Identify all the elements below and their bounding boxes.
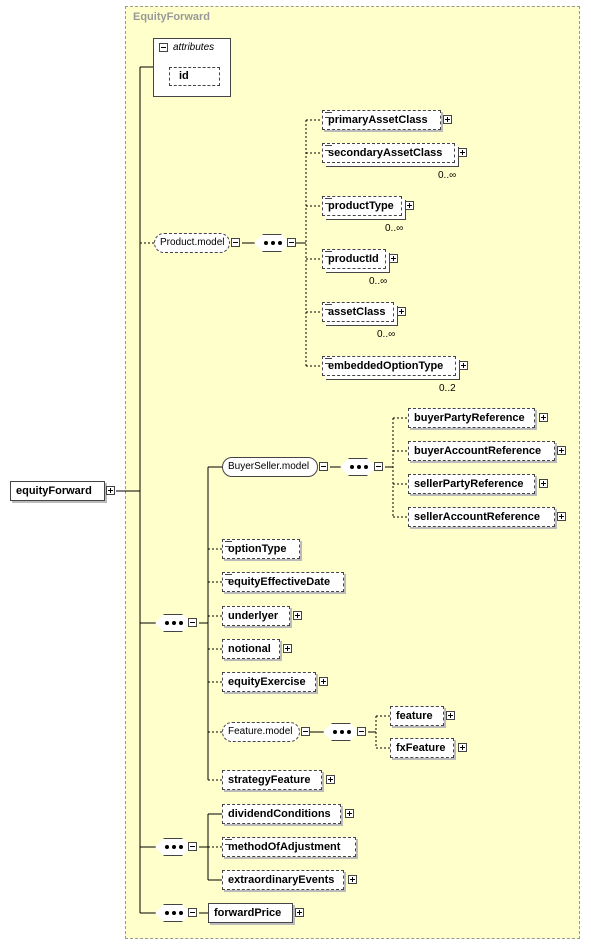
expand-producttype-icon[interactable] [405,201,414,210]
feature-model-label: Feature.model [228,726,293,737]
element-primaryassetclass[interactable]: primaryAssetClass [322,110,441,130]
buyerseller-model-label: BuyerSeller.model [228,461,310,472]
main-sequence-icon [155,614,191,632]
assetclass-label: assetClass [328,306,386,318]
feature-model-group[interactable]: Feature.model [222,722,300,742]
assetclass-cardinality: 0..∞ [377,329,396,340]
sellerpartyreference-label: sellerPartyReference [414,478,524,490]
equityexercise-label: equityExercise [228,676,306,688]
element-equityexercise[interactable]: equityExercise [222,672,316,692]
collapse-attributes-icon[interactable] [159,43,168,52]
element-secondaryassetclass[interactable]: secondaryAssetClass [322,143,455,163]
element-selleraccountreference[interactable]: sellerAccountReference [408,507,555,527]
element-underlyer[interactable]: underlyer [222,606,290,626]
collapse-forwardprice-sequence-icon[interactable] [188,908,197,917]
optiontype-label: optionType [228,543,287,555]
methodofadjustment-label: methodOfAdjustment [228,841,341,853]
element-buyeraccountreference[interactable]: buyerAccountReference [408,441,555,461]
productid-cardinality: 0..∞ [369,276,388,287]
attribute-id[interactable]: id [169,67,220,86]
element-strategyfeature[interactable]: strategyFeature [222,770,322,790]
embeddedoptiontype-label: embeddedOptionType [328,360,444,372]
collapse-feature-model-icon[interactable] [301,727,310,736]
secondaryassetclass-label: secondaryAssetClass [328,147,443,159]
element-methodofadjustment[interactable]: methodOfAdjustment [222,837,356,857]
equityforward-label: equityForward [16,485,92,497]
expand-sellerpartyreference-icon[interactable] [539,479,548,488]
expand-forwardprice-icon[interactable] [295,908,304,917]
underlyer-label: underlyer [228,610,279,622]
dividendconditions-label: dividendConditions [228,808,331,820]
notional-label: notional [228,643,271,655]
collapse-product-model-icon[interactable] [231,238,240,247]
element-assetclass[interactable]: assetClass [322,302,394,322]
expand-embeddedoptiontype-icon[interactable] [459,361,468,370]
element-forwardprice[interactable]: forwardPrice [208,903,293,923]
strategyfeature-label: strategyFeature [228,774,311,786]
element-extraordinaryevents[interactable]: extraordinaryEvents [222,870,344,890]
collapse-feature-sequence-icon[interactable] [357,727,366,736]
element-producttype[interactable]: productType [322,196,402,216]
equityforward-element[interactable]: equityForward [10,481,105,501]
element-fxfeature[interactable]: fxFeature [390,738,454,758]
product-sequence-icon [254,234,290,252]
feature-label: feature [396,710,433,722]
expand-notional-icon[interactable] [283,644,292,653]
buyerseller-sequence-icon [340,458,376,476]
element-feature[interactable]: feature [390,706,444,726]
element-sellerpartyreference[interactable]: sellerPartyReference [408,474,535,494]
element-embeddedoptiontype[interactable]: embeddedOptionType [322,356,456,376]
embeddedoptiontype-cardinality: 0..2 [439,383,456,394]
product-model-label: Product.model [160,237,225,248]
producttype-cardinality: 0..∞ [385,223,404,234]
equityeffectivedate-label: equityEffectiveDate [228,576,331,588]
expand-assetclass-icon[interactable] [397,307,406,316]
expand-extraordinaryevents-icon[interactable] [348,875,357,884]
element-dividendconditions[interactable]: dividendConditions [222,804,341,824]
element-optiontype[interactable]: optionType [222,539,300,559]
expand-feature-icon[interactable] [446,711,455,720]
producttype-label: productType [328,200,394,212]
extraordinaryevents-label: extraordinaryEvents [228,874,335,886]
element-notional[interactable]: notional [222,639,280,659]
collapse-product-sequence-icon[interactable] [287,238,296,247]
element-buyerpartyreference[interactable]: buyerPartyReference [408,408,535,428]
expand-productid-icon[interactable] [389,254,398,263]
collapse-main-sequence-icon[interactable] [188,618,197,627]
expand-selleraccountreference-icon[interactable] [557,512,566,521]
expand-equityexercise-icon[interactable] [319,677,328,686]
fxfeature-label: fxFeature [396,742,446,754]
product-model-group[interactable]: Product.model [154,233,230,253]
buyerpartyreference-label: buyerPartyReference [414,412,525,424]
expand-buyeraccountreference-icon[interactable] [557,446,566,455]
buyeraccountreference-label: buyerAccountReference [414,445,542,457]
forwardprice-label: forwardPrice [214,907,282,919]
expand-strategyfeature-icon[interactable] [326,775,335,784]
expand-buyerpartyreference-icon[interactable] [539,413,548,422]
productid-label: productId [328,253,379,265]
collapse-buyerseller-model-icon[interactable] [319,462,328,471]
selleraccountreference-label: sellerAccountReference [414,511,540,523]
attributes-box: attributes id [153,38,231,97]
buyerseller-model-group[interactable]: BuyerSeller.model [222,457,318,477]
expand-equityforward-icon[interactable] [106,486,115,495]
secondaryassetclass-cardinality: 0..∞ [438,170,457,181]
expand-primaryassetclass-icon[interactable] [443,115,452,124]
element-equityeffectivedate[interactable]: equityEffectiveDate [222,572,344,592]
collapse-adjustment-sequence-icon[interactable] [188,842,197,851]
primaryassetclass-label: primaryAssetClass [328,114,428,126]
collapse-buyerseller-sequence-icon[interactable] [374,462,383,471]
panel-title: EquityForward [133,11,211,23]
expand-secondaryassetclass-icon[interactable] [458,148,467,157]
expand-underlyer-icon[interactable] [293,611,302,620]
expand-fxfeature-icon[interactable] [458,743,467,752]
element-productid[interactable]: productId [322,249,386,269]
expand-dividendconditions-icon[interactable] [345,809,354,818]
attributes-label: attributes [173,42,215,53]
